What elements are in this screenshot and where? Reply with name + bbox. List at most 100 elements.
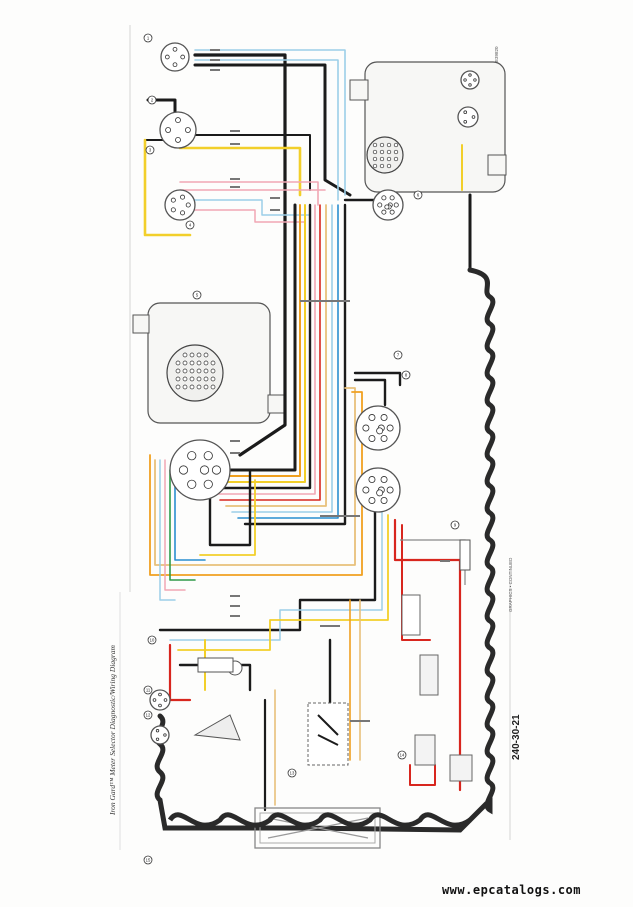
wire-code-mark [350,515,360,517]
connector-pin [379,142,385,148]
wire-red-left [168,643,192,702]
connector-body [150,725,170,745]
callout-label: 5 [196,293,199,298]
wire-black-lower [158,498,377,632]
wire-bundle-vertical [204,204,306,483]
connector-top-left [160,42,190,72]
connector-large-left [169,439,231,501]
wire-red-loop [409,764,436,786]
connector-pin [210,376,216,382]
wire-bundle-vertical [231,204,333,513]
wire-code-mark [230,595,240,597]
wire-code-mark [440,560,450,562]
connector-pin [468,83,472,87]
connector-pin [473,78,477,82]
wire-orange-loop [149,391,363,576]
connector-pin [381,195,387,201]
connector-lower-left-2 [150,725,170,745]
connector-pin [196,376,202,382]
callout-label: 10 [150,638,155,643]
wire-code-mark [230,605,240,607]
callout-marker: 14 [397,750,407,760]
connector-pin [163,733,167,737]
wire-bundle-vertical [208,203,312,490]
connector-pin [196,360,202,366]
wire-bundle-vertical [214,204,316,495]
callout-circle [143,685,153,695]
callout-label: 8 [405,373,408,378]
connector-pin [386,156,392,162]
connector-pin [184,127,191,133]
callout-marker: 4 [185,220,195,230]
callout-circle [143,855,153,865]
connector-pin [463,119,468,124]
callout-label: 12 [146,713,151,718]
callout-marker: 3 [145,145,155,155]
connector-pin [368,414,376,422]
callout-circle [143,710,153,720]
wire-code-mark [340,300,350,302]
wire-code-mark [350,720,360,722]
connector-pin [189,360,195,366]
wire-pink-3 [191,209,306,223]
callout-label: 4 [189,223,192,228]
connector-pin [376,427,384,435]
connector-pin [203,360,209,366]
connector-pin [211,465,222,475]
callout-circle [397,750,407,760]
connector-pin [172,46,178,52]
wire-code-mark [230,130,240,132]
connector-pin [182,384,188,390]
callout-circle [192,290,202,300]
connector-pin [180,54,186,60]
chassis-ground-wire [154,267,496,833]
wire-code-mark [330,625,340,627]
connector-body [457,106,479,128]
connector-pin [362,486,370,494]
wire-black-mid [353,378,387,407]
wire-lightblue-left [159,459,176,601]
connector-body [160,42,190,72]
callout-circle [185,220,195,230]
callout-marker: 8 [401,370,411,380]
connector-pin [389,209,395,215]
wire-code-mark [300,300,310,302]
wire-code-mark [310,300,320,302]
connector-pin [185,202,191,208]
wire-black-loop [146,98,177,114]
connector-pin [165,127,172,133]
connector-pin [203,451,213,461]
wire-code-mark [320,625,330,627]
connector-pin [203,479,213,489]
connector-pin [471,115,476,119]
connector-pin [189,376,195,382]
wire-red-right [393,518,462,792]
wire-yellow-left [143,138,192,237]
connector-pin [393,149,399,155]
connector-pin [182,352,188,358]
wire-code-mark [230,186,240,188]
connector-pin [463,110,468,115]
controller-box-top-right [349,61,507,193]
heater-element [254,807,381,849]
connector-body [149,689,171,711]
callout-marker: 10 [147,635,157,645]
connector-pin [380,414,388,422]
callout-marker: 13 [287,768,297,778]
callout-marker: 9 [450,520,460,530]
wire-code-mark [320,515,330,517]
connector-pin [170,197,176,203]
wire-code-mark [230,143,240,145]
connector-pin [182,368,188,374]
connector-pin [175,360,181,366]
wire-bundle-vertical [219,204,321,501]
wire-blue-left [174,479,206,561]
connector-pin [189,368,195,374]
connector-top-right-2 [457,106,479,128]
sensor-block-right [401,594,473,782]
connector-pin [187,451,197,461]
connector-pins [175,352,216,390]
callout-circle [145,145,155,155]
